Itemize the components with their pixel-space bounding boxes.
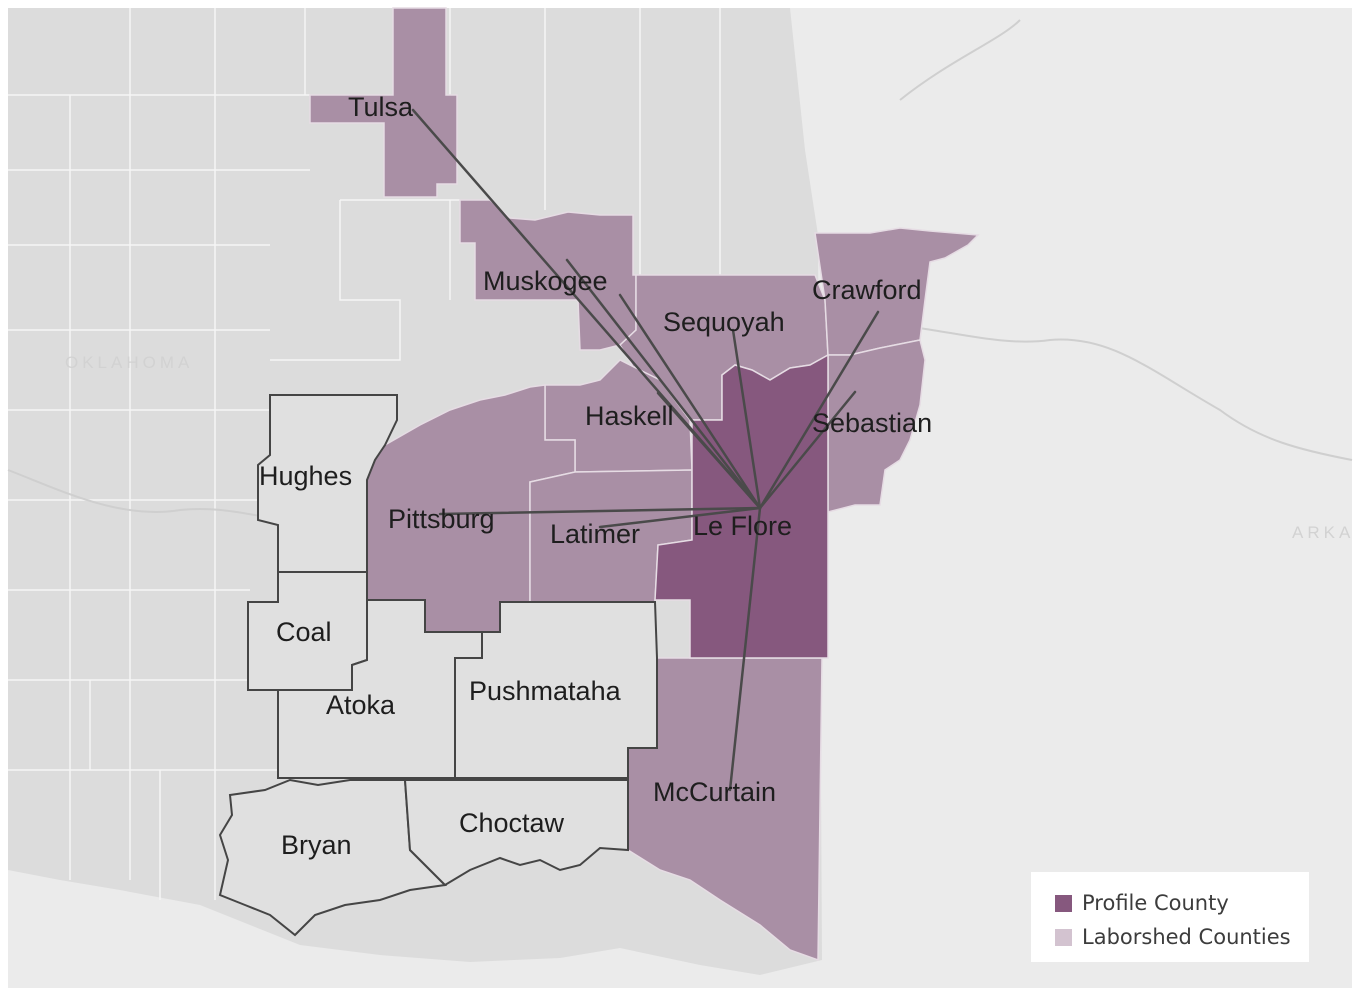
legend-item-profile: Profile County: [1055, 886, 1309, 920]
state-label-oklahoma: OKLAHOMA: [65, 353, 193, 372]
connector-muskogee-2: [618, 293, 762, 510]
label-sequoyah: Sequoyah: [663, 307, 785, 337]
connector-sebastian: [758, 390, 857, 510]
county-le-flore: [654, 353, 829, 659]
county-sebastian: [827, 339, 926, 513]
legend-label-profile: Profile County: [1082, 891, 1229, 915]
county-pushmataha: [454, 601, 658, 779]
label-atoka: Atoka: [326, 690, 396, 720]
laborshed-counties: [309, 7, 980, 962]
label-mccurtain: McCurtain: [653, 777, 776, 807]
connector-latimer: [598, 506, 762, 529]
county-choctaw: [403, 779, 629, 887]
legend-item-laborshed: Laborshed Counties: [1055, 920, 1309, 954]
label-haskell: Haskell: [585, 401, 674, 431]
connector-sequoyah: [731, 328, 762, 510]
label-le-flore: Le Flore: [693, 511, 792, 541]
legend-swatch-profile: [1055, 894, 1072, 912]
label-pushmataha: Pushmataha: [469, 676, 622, 706]
legend-label-laborshed: Laborshed Counties: [1082, 925, 1291, 949]
connector-muskogee: [565, 258, 762, 510]
label-crawford: Crawford: [812, 275, 922, 305]
map-legend: Profile County Laborshed Counties: [1031, 872, 1309, 962]
label-choctaw: Choctaw: [459, 808, 565, 838]
background-county-lines: [8, 8, 721, 900]
label-hughes: Hughes: [259, 461, 352, 491]
connector-pittsburg: [438, 506, 762, 516]
connector-mccurtain: [728, 506, 762, 792]
state-label-arkansas: ARKA: [1292, 523, 1354, 542]
label-coal: Coal: [276, 617, 332, 647]
county-labels: Tulsa Muskogee Sequoyah Crawford Haskell…: [259, 92, 932, 860]
connector-crawford: [758, 310, 880, 510]
label-bryan: Bryan: [281, 830, 352, 860]
county-tulsa: [309, 7, 458, 198]
label-tulsa: Tulsa: [348, 92, 414, 122]
label-latimer: Latimer: [550, 519, 640, 549]
label-pittsburg: Pittsburg: [388, 504, 495, 534]
label-muskogee: Muskogee: [483, 266, 608, 296]
label-sebastian: Sebastian: [812, 408, 932, 438]
legend-swatch-laborshed: [1055, 928, 1072, 946]
commute-connectors: [411, 108, 880, 792]
outlined-counties: [218, 394, 658, 937]
connector-haskell: [656, 391, 762, 510]
county-bryan: [218, 778, 448, 937]
